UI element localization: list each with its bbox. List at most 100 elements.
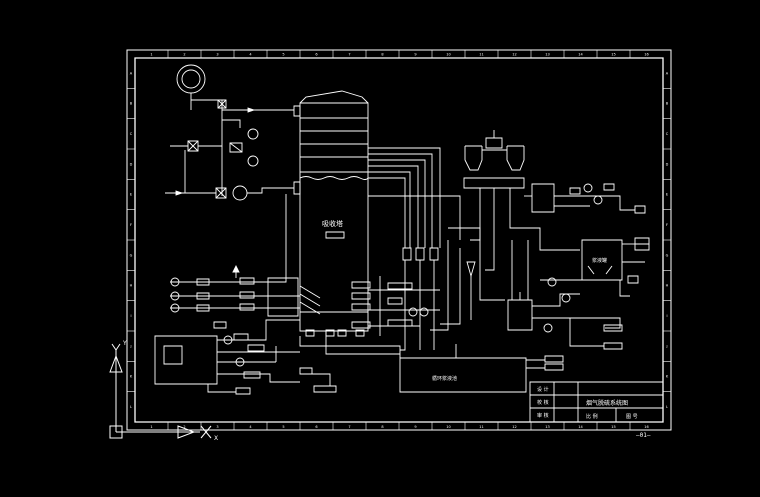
flow-arrow	[176, 191, 182, 195]
row-mark-right: K	[666, 375, 669, 379]
sheet-label: 图 号	[626, 414, 638, 420]
row-mark-right: H	[666, 284, 669, 288]
ucs-origin-box	[110, 426, 122, 438]
column-mark-bottom: 1	[150, 425, 152, 429]
row-mark-right: D	[666, 162, 669, 166]
mixer-cone	[467, 262, 475, 276]
gas-branch	[222, 120, 240, 128]
valve-tag	[240, 292, 254, 298]
column-mark-bottom: 8	[381, 425, 383, 429]
terminal-tag	[635, 238, 649, 244]
hydrocyclone	[465, 146, 482, 170]
oxidation-air-line	[170, 194, 286, 282]
pipe	[217, 320, 300, 340]
column-mark-top: 13	[545, 53, 549, 57]
absorber-dome	[300, 91, 368, 103]
ucs-y-label: Y	[122, 340, 127, 347]
terminal-tag	[628, 276, 638, 283]
oxidation-fan	[171, 292, 179, 300]
spray-pipe	[368, 178, 405, 248]
process-line	[440, 248, 460, 324]
valve-tag	[244, 372, 260, 378]
instrument-tag	[388, 298, 402, 304]
chimney-outer	[177, 65, 205, 93]
column-mark-bottom: 2	[183, 425, 185, 429]
absorber-label: 吸收塔	[322, 219, 343, 228]
pipe	[217, 374, 300, 382]
pipe	[540, 280, 630, 296]
pipe	[570, 318, 604, 346]
water-pump	[236, 358, 244, 366]
recirculation-pump-box	[430, 248, 438, 260]
row-mark-right: J	[665, 344, 667, 348]
absorber-tower	[300, 103, 368, 331]
terminal-tag	[635, 206, 645, 213]
row-mark-left: E	[130, 193, 132, 197]
oxidation-lance	[300, 286, 320, 298]
terminal-tag	[236, 388, 250, 394]
underflow-line	[485, 188, 494, 270]
spray-pipe	[368, 172, 410, 248]
chimney-inner	[182, 70, 200, 88]
column-mark-top: 10	[446, 53, 450, 57]
drain-tag	[338, 330, 346, 336]
recirculation-pump-box	[403, 248, 411, 260]
booster-fan	[248, 156, 258, 166]
row-mark-right: E	[666, 193, 668, 197]
instrument-tag	[352, 304, 370, 310]
row-mark-right: I	[666, 314, 667, 318]
column-mark-top: 14	[578, 53, 583, 57]
row-mark-left: B	[130, 102, 133, 106]
clean-flue-duct	[191, 100, 294, 110]
valve-tag	[604, 184, 614, 190]
terminal-tag	[314, 386, 336, 392]
damper-cross	[188, 141, 198, 151]
column-mark-top: 16	[644, 53, 648, 57]
terminal-tag	[545, 364, 563, 370]
drain-tag	[356, 330, 364, 336]
spray-pipe	[368, 160, 425, 248]
pipe	[532, 294, 580, 306]
row-mark-left: H	[130, 284, 133, 288]
tower-nameplate	[326, 232, 344, 238]
filter-belt	[588, 266, 594, 274]
flue-gas-outlet-nozzle	[294, 106, 300, 116]
ucs-y-glyph	[116, 344, 120, 350]
limestone-slurry-tank	[508, 300, 532, 330]
water-pump	[224, 336, 232, 344]
row-mark-right: G	[666, 253, 669, 257]
slurry-pump	[548, 278, 556, 286]
column-mark-top: 15	[611, 53, 615, 57]
row-mark-right: C	[666, 132, 669, 136]
bottom-tank-label: 循环浆液池	[432, 375, 457, 382]
column-mark-bottom: 9	[414, 425, 416, 429]
spray-pipe	[368, 154, 432, 248]
flue-gas-inlet-nozzle	[294, 182, 300, 194]
row-mark-right: F	[666, 223, 668, 227]
terminal-tag	[545, 356, 563, 362]
row-mark-left: C	[130, 132, 133, 136]
row-mark-right: B	[666, 102, 669, 106]
spray-pipe	[368, 148, 440, 248]
column-mark-bottom: 11	[479, 425, 483, 429]
slurry-level-line	[300, 177, 368, 180]
column-mark-top: 12	[512, 53, 516, 57]
instrument-tag	[352, 282, 370, 288]
row-mark-left: L	[130, 405, 132, 409]
pipe	[300, 374, 330, 386]
row-mark-right: A	[666, 71, 669, 75]
pipe	[208, 384, 236, 392]
flow-arrow	[248, 108, 254, 112]
drawing-title: 烟气脱硫系统图	[586, 399, 628, 407]
filtrate-pump	[594, 196, 602, 204]
column-mark-bottom: 16	[644, 425, 648, 429]
column-mark-bottom: 10	[446, 425, 450, 429]
column-mark-bottom: 7	[348, 425, 350, 429]
ucs-y-glyph	[112, 344, 116, 350]
terminal-tag	[604, 343, 622, 349]
column-mark-bottom: 4	[249, 425, 252, 429]
filtrate-pump	[584, 184, 592, 192]
pipe-network	[155, 65, 649, 394]
title-row-label: 审 核	[537, 412, 549, 419]
